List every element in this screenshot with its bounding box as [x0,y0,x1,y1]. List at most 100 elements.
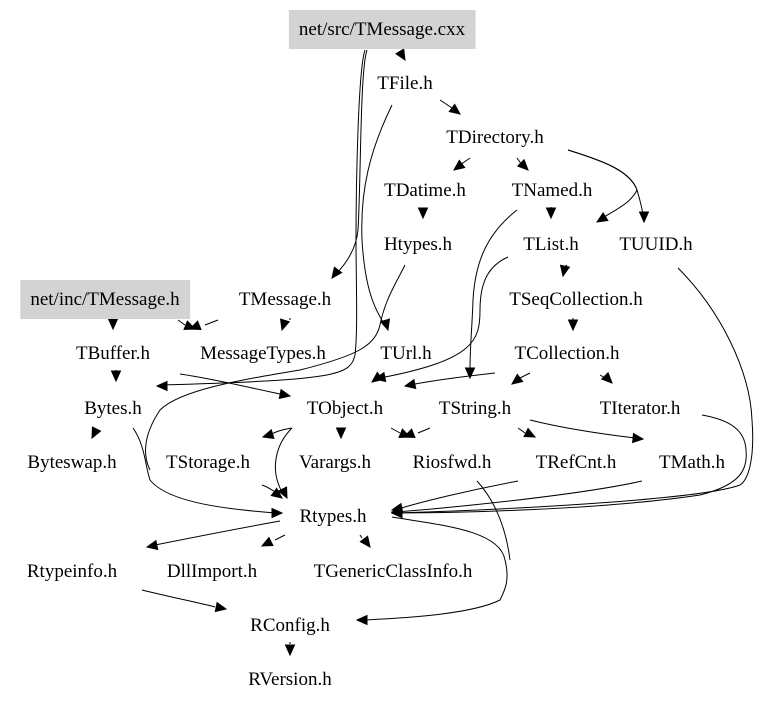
node-riosfwd[interactable]: Riosfwd.h [413,452,492,473]
edge-line [394,480,643,513]
arrowhead-icon [632,432,645,444]
edge-tfile-to-tdirectory [439,99,461,115]
arrowhead-icon [559,264,571,278]
edge-tcollection-to-titerator [599,371,613,384]
node-label[interactable]: Byteswap.h [27,452,117,473]
edge-tstring-to-riosfwd [402,427,431,438]
node-msgtypes[interactable]: MessageTypes.h [200,343,326,364]
node-msg_cxx[interactable]: net/src/TMessage.cxx [288,10,476,49]
node-label[interactable]: TIterator.h [600,398,681,419]
node-rtypeinfo[interactable]: Rtypeinfo.h [27,561,118,582]
node-label[interactable]: TCollection.h [514,343,620,364]
edge-bytes-to-rtypes [132,427,284,519]
node-label[interactable]: TDatime.h [384,180,466,201]
edge-msg_h_net-to-tbuffer [107,318,119,331]
node-byteswap[interactable]: Byteswap.h [27,452,117,473]
node-tfile[interactable]: TFile.h [377,73,433,94]
edge-msg_cxx-to-tmessage [331,49,368,279]
node-label[interactable]: TFile.h [377,73,433,94]
node-label[interactable]: TDirectory.h [446,127,544,148]
node-msg_h_net[interactable]: net/inc/TMessage.h [20,280,191,319]
arrowhead-icon [279,318,291,332]
edge-tcollection-to-tobject [403,372,496,390]
edge-tlist-to-tseqcoll [559,264,571,278]
node-dllimport[interactable]: DllImport.h [167,561,258,582]
node-tnamed[interactable]: TNamed.h [512,180,593,201]
node-label[interactable]: RVersion.h [248,669,332,690]
node-label[interactable]: Bytes.h [84,398,142,419]
edge-tobject-to-varargs [335,427,347,440]
arrowhead-icon [545,207,557,220]
node-label[interactable]: TBuffer.h [76,343,151,364]
node-titerator[interactable]: TIterator.h [600,398,681,419]
node-rversion[interactable]: RVersion.h [248,669,332,690]
node-tlist[interactable]: TList.h [523,234,579,255]
node-highlight-box [288,10,476,49]
node-tuuid[interactable]: TUUID.h [619,234,693,255]
node-label[interactable]: RConfig.h [250,615,330,636]
edge-tnamed-to-tstring [464,209,518,380]
node-tdirectory[interactable]: TDirectory.h [446,127,544,148]
node-label[interactable]: Rtypeinfo.h [27,561,118,582]
edge-msg_cxx-to-bytes [155,49,366,392]
edge-line [394,267,754,514]
arrowhead-icon [390,506,403,518]
node-label[interactable]: TUUID.h [619,234,693,255]
node-turl[interactable]: TUrl.h [380,343,432,364]
edge-tnamed-to-tlist [545,207,557,220]
node-tmessage[interactable]: TMessage.h [239,289,332,310]
edge-tdirectory-to-tdatime [453,157,471,171]
edge-tmessage-to-msgtypes [188,319,219,330]
node-label[interactable]: TGenericClassInfo.h [314,561,473,582]
arrowhead-icon [417,207,429,220]
node-tseqcoll[interactable]: TSeqCollection.h [509,289,643,310]
node-label[interactable]: DllImport.h [167,561,258,582]
edge-tmessage-to-tbuffer [279,318,291,332]
node-trefcnt[interactable]: TRefCnt.h [536,452,617,473]
node-rtypes[interactable]: Rtypes.h [299,506,367,527]
node-label[interactable]: TMessage.h [239,289,332,310]
node-tcollection[interactable]: TCollection.h [514,343,620,364]
edge-tstring-to-trefcnt [517,427,537,438]
node-label[interactable]: TStorage.h [166,452,250,473]
edge-line [390,427,401,434]
node-tmath[interactable]: TMath.h [659,452,725,473]
node-tstorage[interactable]: TStorage.h [166,452,250,473]
node-htypes[interactable]: Htypes.h [384,234,453,255]
node-label[interactable]: TUrl.h [380,343,432,364]
node-label[interactable]: TNamed.h [512,180,593,201]
arrowhead-icon [516,158,529,171]
node-label[interactable]: TString.h [439,398,512,419]
node-label[interactable]: MessageTypes.h [200,343,326,364]
arrowhead-icon [448,103,461,115]
arrowhead-icon [110,370,122,383]
node-label[interactable]: net/inc/TMessage.h [30,289,180,310]
node-label[interactable]: Htypes.h [384,234,453,255]
node-label[interactable]: net/src/TMessage.cxx [299,19,466,40]
node-label[interactable]: Varargs.h [299,452,371,473]
node-varargs[interactable]: Varargs.h [299,452,371,473]
edge-bytes-to-byteswap [91,426,102,440]
node-rconfig[interactable]: RConfig.h [250,615,330,636]
node-label[interactable]: TMath.h [659,452,725,473]
edge-turl-to-tobject [371,371,386,383]
node-label[interactable]: TList.h [523,234,579,255]
node-tbuffer[interactable]: TBuffer.h [76,343,151,364]
node-tgeneric[interactable]: TGenericClassInfo.h [314,561,473,582]
node-tstring[interactable]: TString.h [439,398,512,419]
node-label[interactable]: TRefCnt.h [536,452,617,473]
arrowhead-icon [331,266,343,279]
arrowhead-icon [453,159,466,171]
node-label[interactable]: TSeqCollection.h [509,289,643,310]
node-bytes[interactable]: Bytes.h [84,398,142,419]
node-tobject[interactable]: TObject.h [307,398,384,419]
edge-line [334,49,368,276]
node-label[interactable]: Riosfwd.h [413,452,492,473]
edge-line [379,256,509,379]
arrowhead-icon [600,371,613,384]
node-label[interactable]: Rtypes.h [299,506,367,527]
edge-line [364,516,508,621]
node-tdatime[interactable]: TDatime.h [384,180,466,201]
node-label[interactable]: TObject.h [307,398,384,419]
edge-line [204,319,219,326]
